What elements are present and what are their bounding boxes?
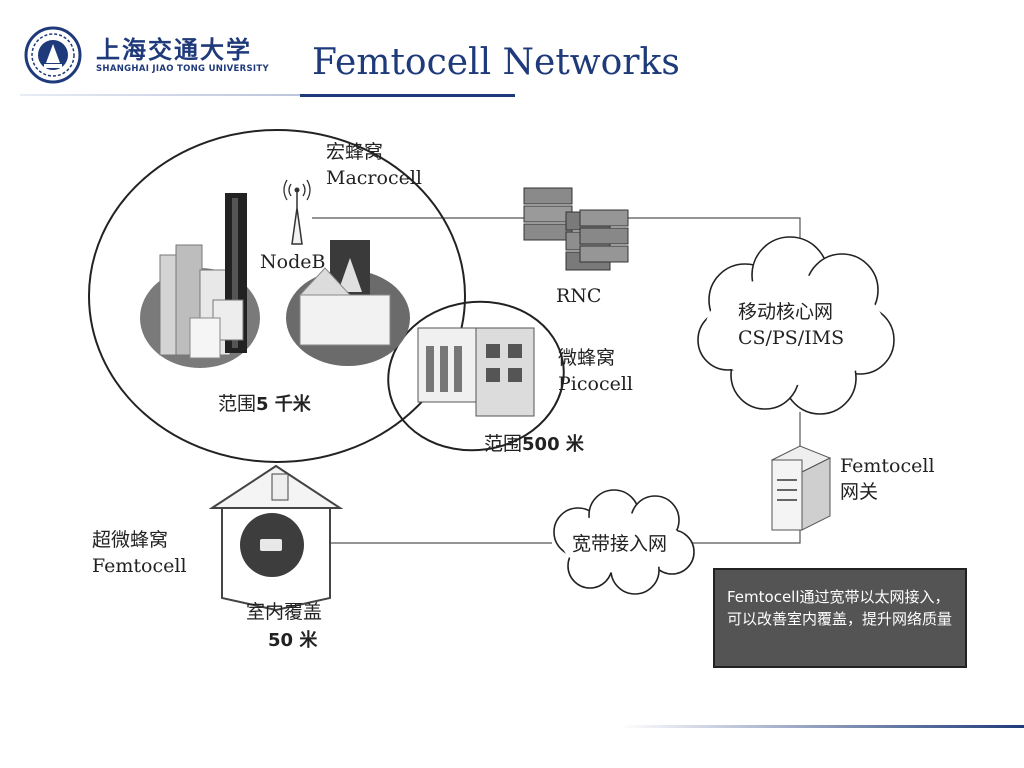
logo-english-name: SHANGHAI JIAO TONG UNIVERSITY bbox=[96, 64, 269, 74]
picocell-coverage-ellipse bbox=[387, 300, 565, 452]
gateway-label-line1: Femtocell bbox=[840, 455, 935, 477]
core-network-label-line2: CS/PS/IMS bbox=[738, 327, 845, 349]
city-island-left bbox=[140, 193, 260, 368]
header-rule-gradient bbox=[20, 94, 515, 96]
university-logo-seal bbox=[24, 26, 82, 84]
macrocell-range-prefix: 范围 bbox=[218, 393, 257, 415]
picocell-label-cn: 微蜂窝 bbox=[558, 347, 616, 369]
broadband-cloud-icon bbox=[553, 489, 695, 595]
page-title: Femtocell Networks bbox=[312, 42, 680, 83]
picocell-building-icon bbox=[417, 327, 535, 417]
femtocell-label-cn: 超微蜂窝 bbox=[92, 529, 169, 551]
core-network-label-line1: 移动核心网 bbox=[738, 301, 834, 323]
picocell-range-value: 500 米 bbox=[522, 434, 584, 455]
broadband-label: 宽带接入网 bbox=[572, 533, 668, 555]
note-box: Femtocell通过宽带以太网接入，可以改善室内覆盖，提升网络质量 bbox=[713, 568, 967, 668]
nodeb-antenna-icon bbox=[283, 179, 311, 245]
footer-rule bbox=[620, 725, 1024, 728]
gateway-label-line2: 网关 bbox=[840, 481, 879, 503]
header-rule-solid bbox=[300, 94, 515, 97]
picocell-label-en: Picocell bbox=[558, 373, 633, 395]
nodeb-label: NodeB bbox=[260, 251, 326, 273]
femtocell-house-icon bbox=[208, 464, 344, 612]
macrocell-range-value: 5 千米 bbox=[256, 394, 311, 415]
city-island-right bbox=[286, 240, 410, 366]
gateway-server-icon bbox=[770, 445, 832, 531]
line-gateway-broadband bbox=[690, 530, 801, 544]
core-network-cloud-icon bbox=[697, 236, 895, 415]
logo-chinese-name: 上海交通大学 bbox=[96, 35, 252, 64]
picocell-range-prefix: 范围 bbox=[484, 433, 523, 455]
macrocell-label-en: Macrocell bbox=[326, 167, 422, 189]
macrocell-coverage-ellipse bbox=[88, 129, 466, 463]
macrocell-label-cn: 宏蜂窝 bbox=[326, 141, 384, 163]
rnc-server-icon bbox=[523, 187, 629, 271]
femtocell-coverage-label: 室内覆盖 bbox=[246, 601, 323, 623]
femtocell-range-value: 50 米 bbox=[268, 630, 318, 651]
picocell-range: 范围500 米 bbox=[484, 430, 584, 456]
note-text: Femtocell通过宽带以太网接入，可以改善室内覆盖，提升网络质量 bbox=[727, 588, 953, 628]
macrocell-range: 范围5 千米 bbox=[218, 390, 311, 416]
rnc-label: RNC bbox=[556, 285, 602, 307]
femtocell-label-en: Femtocell bbox=[92, 555, 187, 577]
